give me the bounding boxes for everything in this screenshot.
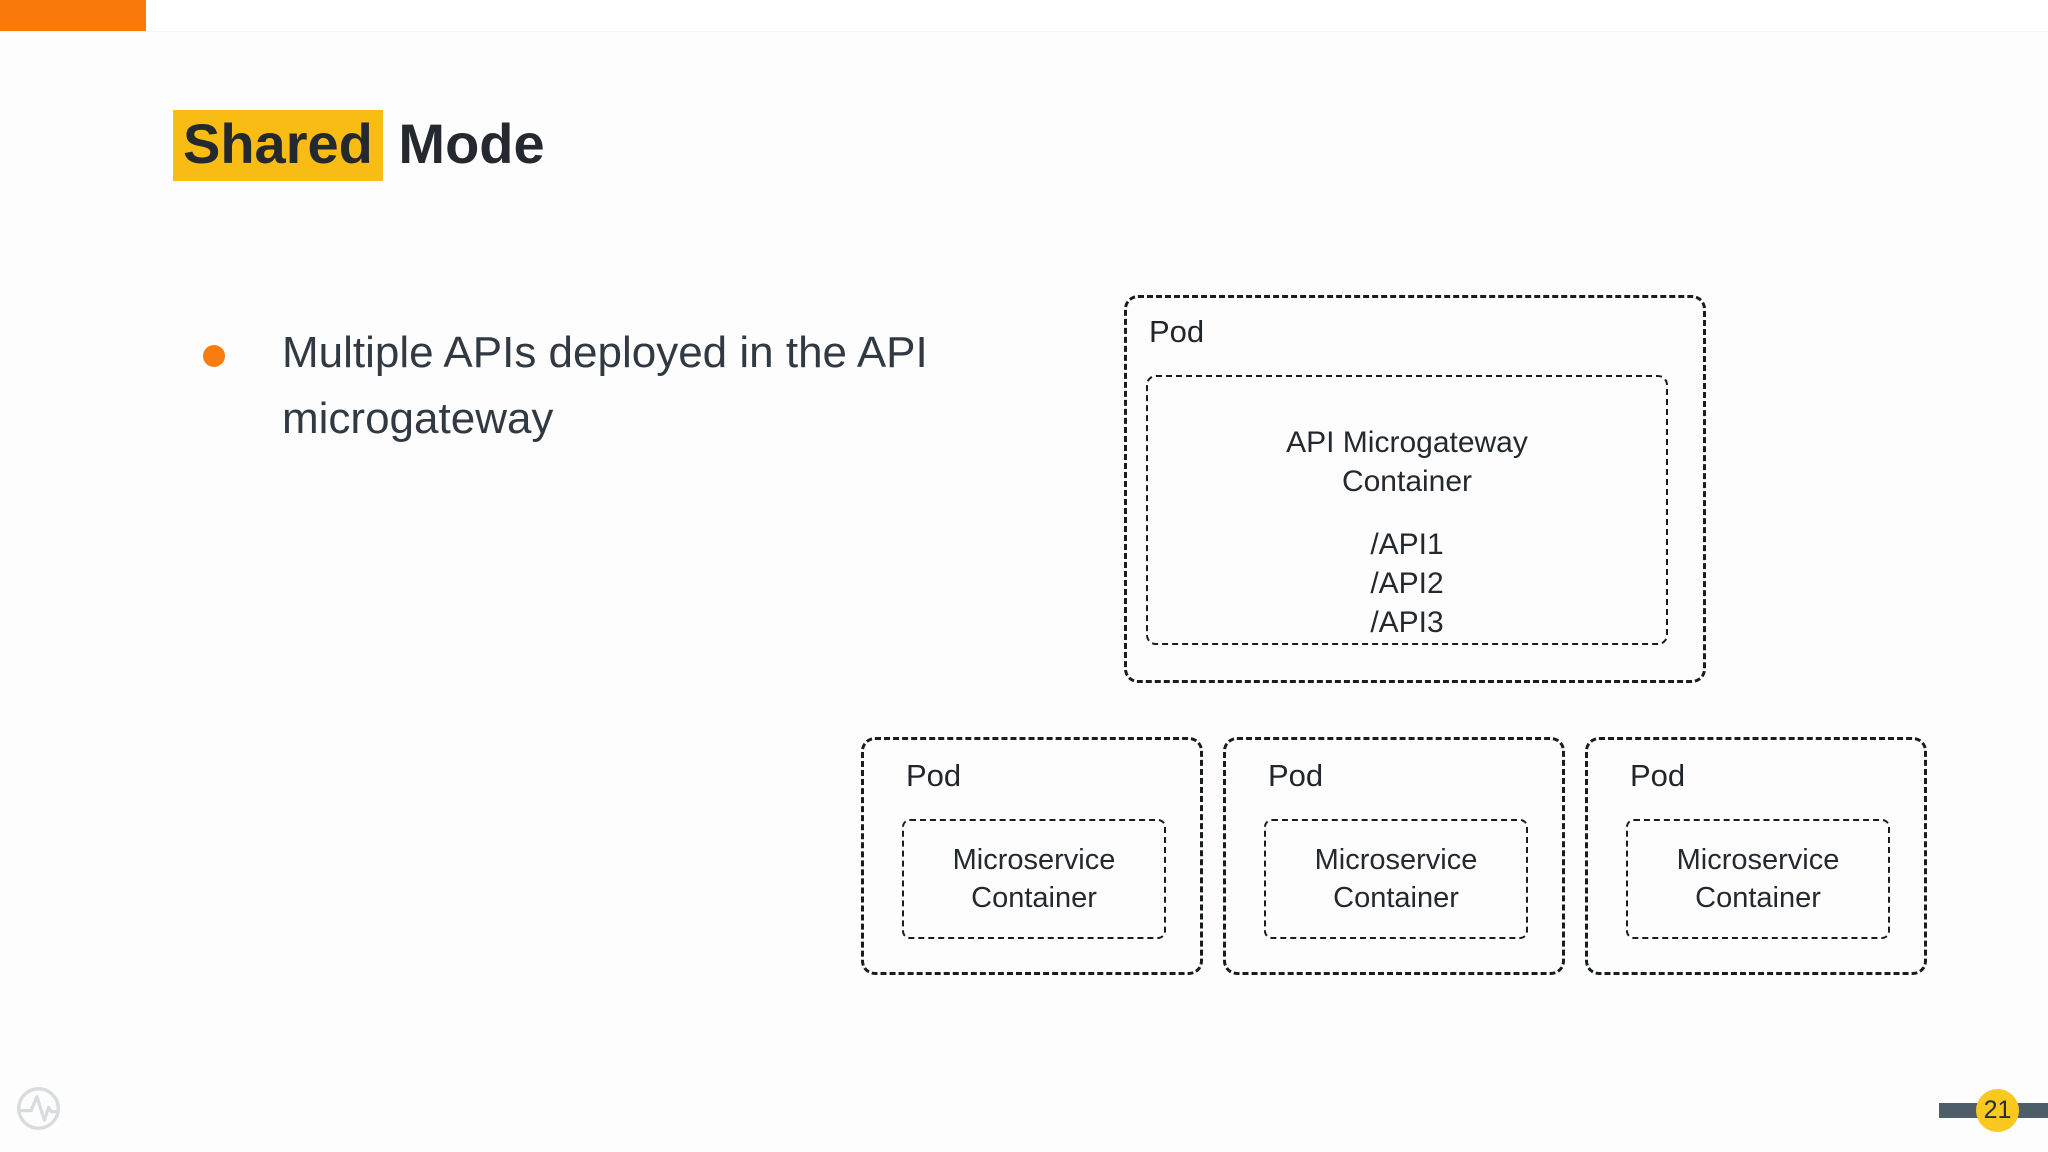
microservice-pod-2-label: Pod [1268,758,1324,793]
microservice-1-name-line2: Container [971,882,1097,914]
microservice-pod-3-label: Pod [1630,758,1686,793]
api-route-1: /API1 [1370,528,1444,561]
pulse-wave-logo-icon [17,1087,60,1130]
api-route-3: /API3 [1370,606,1444,639]
title-rest: Mode [382,112,545,175]
gateway-container-name: API Microgateway Container [1148,423,1666,501]
microservice-pod-box-1: Pod Microservice Container [861,737,1203,975]
brand-accent-bar [0,0,146,31]
microservice-pod-box-3: Pod Microservice Container [1585,737,1927,975]
gateway-pod-label: Pod [1149,314,1205,349]
microservice-pod-box-2: Pod Microservice Container [1223,737,1565,975]
bullet-icon [203,345,225,367]
microservice-3-name-line2: Container [1695,882,1821,914]
gateway-container-name-line1: API Microgateway [1286,426,1528,459]
microservice-2-name-line2: Container [1333,882,1459,914]
microservice-pod-1-label: Pod [906,758,962,793]
gateway-pod-box: Pod API Microgateway Container /API1 /AP… [1124,295,1706,683]
microservice-3-name-line1: Microservice [1676,844,1840,876]
gateway-api-list: /API1 /API2 /API3 [1148,525,1666,642]
microservice-container-box-1: Microservice Container [902,819,1166,939]
top-bar [0,0,2048,32]
title-highlighted-word: Shared [173,110,383,181]
microservice-2-name-line1: Microservice [1314,844,1478,876]
microservice-1-name-line1: Microservice [952,844,1116,876]
page-title: Shared Mode [173,108,545,181]
api-microgateway-container-box: API Microgateway Container /API1 /API2 /… [1146,375,1668,645]
page-number-badge: 21 [1976,1089,2019,1132]
page-number: 21 [1983,1096,2012,1124]
api-route-2: /API2 [1370,567,1444,600]
bullet-text: Multiple APIs deployed in the API microg… [282,328,928,443]
microservice-container-box-3: Microservice Container [1626,819,1890,939]
gateway-container-name-line2: Container [1341,465,1473,498]
microservice-container-box-2: Microservice Container [1264,819,1528,939]
